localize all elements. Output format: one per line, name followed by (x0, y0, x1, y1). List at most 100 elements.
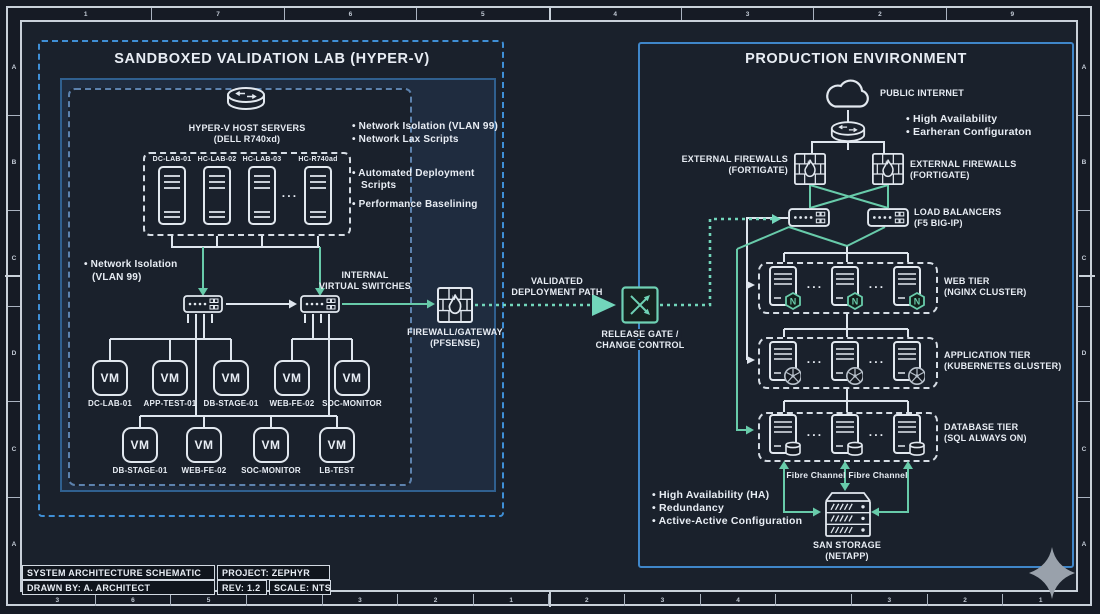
ruler-number: 3 (682, 8, 815, 20)
ellipsis: ··· (281, 189, 299, 203)
firewall-caption: EXTERNAL FIREWALLS (910, 159, 1017, 169)
titleblock-rev-text: REV: 1.2 (222, 582, 261, 593)
vm-box: VM (213, 360, 249, 396)
prod-note: • High Availability (906, 113, 998, 125)
titleblock-scale-text: SCALE: NTS (274, 582, 331, 593)
server-icon-database (891, 414, 925, 463)
sparkle-icon (1029, 547, 1075, 604)
vm-label: VM (342, 371, 362, 385)
firewall-caption: EXTERNAL FIREWALLS (681, 154, 788, 164)
vm-name: DC-LAB-01 (87, 399, 133, 408)
tower-server-icon (202, 166, 232, 231)
ruler-number: 1 (474, 594, 550, 606)
ruler-number: 3 (625, 594, 701, 606)
isolation-note: • Network Isolation (84, 259, 178, 270)
ruler-number: 3 (20, 594, 96, 606)
ruler-letter: C (8, 402, 20, 498)
ruler-number: 6 (96, 594, 172, 606)
prod-note: • Active-Active Configuration (652, 515, 803, 527)
titleblock-scale: SCALE: NTS (269, 580, 331, 595)
vm-box: VM (122, 427, 158, 463)
db-tier-box (758, 412, 938, 462)
vm-box: VM (186, 427, 222, 463)
server-icon-kubernetes (829, 341, 864, 390)
hosts-caption: (DELL R740xd) (213, 134, 281, 144)
release-gate-icon (621, 286, 659, 329)
firewall-caption: (FORTIGATE) (910, 170, 970, 180)
major-tick (549, 592, 551, 607)
ruler-number: 4 (701, 594, 777, 606)
tower-server-icon (303, 166, 333, 231)
fibre-channel-caption: Fibre Channel (848, 470, 908, 480)
lab-note: • Network Isolation (VLAN 99) (352, 121, 498, 132)
vm-box: VM (274, 360, 310, 396)
server-icon-database (767, 414, 801, 463)
ruler-letter: D (1078, 307, 1090, 402)
san-storage-icon (823, 490, 873, 543)
lab-title: SANDBOXED VALIDATION LAB (HYPER-V) (114, 51, 430, 67)
vm-box: VM (92, 360, 128, 396)
release-gate-caption-text: RELEASE GATE / (598, 329, 682, 339)
vm-label: VM (194, 438, 214, 452)
titleblock-title: SYSTEM ARCHITECTURE SCHEMATIC (22, 565, 215, 580)
firewall-icon (794, 153, 826, 190)
ellipsis: ··· (868, 280, 886, 294)
cloud-icon (820, 76, 876, 117)
svg-text:N: N (914, 297, 921, 307)
vm-label: VM (160, 371, 180, 385)
web-tier-box (758, 262, 938, 314)
ruler-top: 1 7 6 5 4 3 2 9 (20, 8, 1078, 20)
ruler-bottom: 3 6 5 3 2 1 2 3 4 3 2 1 (20, 594, 1078, 606)
vm-name: SOC-MONITOR (322, 399, 382, 408)
ellipsis: ··· (806, 428, 824, 442)
vm-box: VM (319, 427, 355, 463)
ruler-number: 4 (550, 8, 682, 20)
vm-box: VM (152, 360, 188, 396)
ruler-number: 2 (549, 594, 626, 606)
db-tier-caption: (SQL ALWAYS ON) (944, 433, 1027, 443)
ruler-number: 1 (20, 8, 153, 20)
load-balancer-caption: (F5 BIG-IP) (914, 218, 963, 228)
vm-label: VM (130, 438, 150, 452)
app-tier-caption: (KUBERNETES GLUSTER) (944, 361, 1062, 371)
vm-name: SOC-MONITOR (241, 466, 301, 475)
titleblock-project-text: PROJECT: ZEPHYR (222, 567, 311, 578)
ruler-number: 2 (814, 8, 947, 20)
prod-note: • Redundancy (652, 502, 725, 514)
firewall-icon (437, 287, 473, 328)
firewall-caption: (PFSENSE) (430, 338, 480, 348)
server-icon-database (829, 414, 863, 463)
ruler-number: 1 (1038, 596, 1043, 604)
ellipsis: ··· (868, 428, 886, 442)
firewall-icon (872, 153, 904, 190)
load-balancer-icon (788, 208, 830, 232)
vm-name: WEB-FE-02 (181, 466, 227, 475)
server-icon-nginx: N (891, 266, 925, 315)
svg-text:N: N (852, 297, 859, 307)
san-caption: (NETAPP) (825, 551, 869, 561)
switch-caption: INTERNAL (341, 270, 389, 280)
web-tier-caption: (NGINX CLUSTER) (944, 287, 1027, 297)
titleblock-title-text: SYSTEM ARCHITECTURE SCHEMATIC (27, 567, 202, 578)
virtual-switch-icon (183, 295, 223, 318)
ellipsis: ··· (806, 280, 824, 294)
ruler-number (247, 594, 323, 606)
ellipsis: ··· (806, 355, 824, 369)
ruler-letter: A (11, 541, 17, 549)
ruler-number: 5 (171, 594, 247, 606)
major-tick (549, 6, 551, 21)
ruler-number: 3 (323, 594, 399, 606)
hosts-caption: HYPER-V HOST SERVERS (188, 123, 306, 133)
ruler-letter: C (8, 211, 20, 307)
vm-name: WEB-FE-02 (269, 399, 315, 408)
ruler-right: A B C D C A (1078, 20, 1090, 592)
ruler-letter: A (8, 20, 20, 116)
switch-caption: VIRTUAL SWITCHES (318, 281, 412, 291)
svg-text:N: N (790, 297, 797, 307)
ruler-letter: B (1078, 116, 1090, 211)
host-name: HC-LAB-02 (197, 156, 237, 163)
ruler-letter: C (1078, 211, 1090, 307)
ruler-number: 9 (1010, 10, 1015, 18)
vm-box: VM (253, 427, 289, 463)
release-gate-caption: RELEASE GATE / (598, 329, 682, 339)
